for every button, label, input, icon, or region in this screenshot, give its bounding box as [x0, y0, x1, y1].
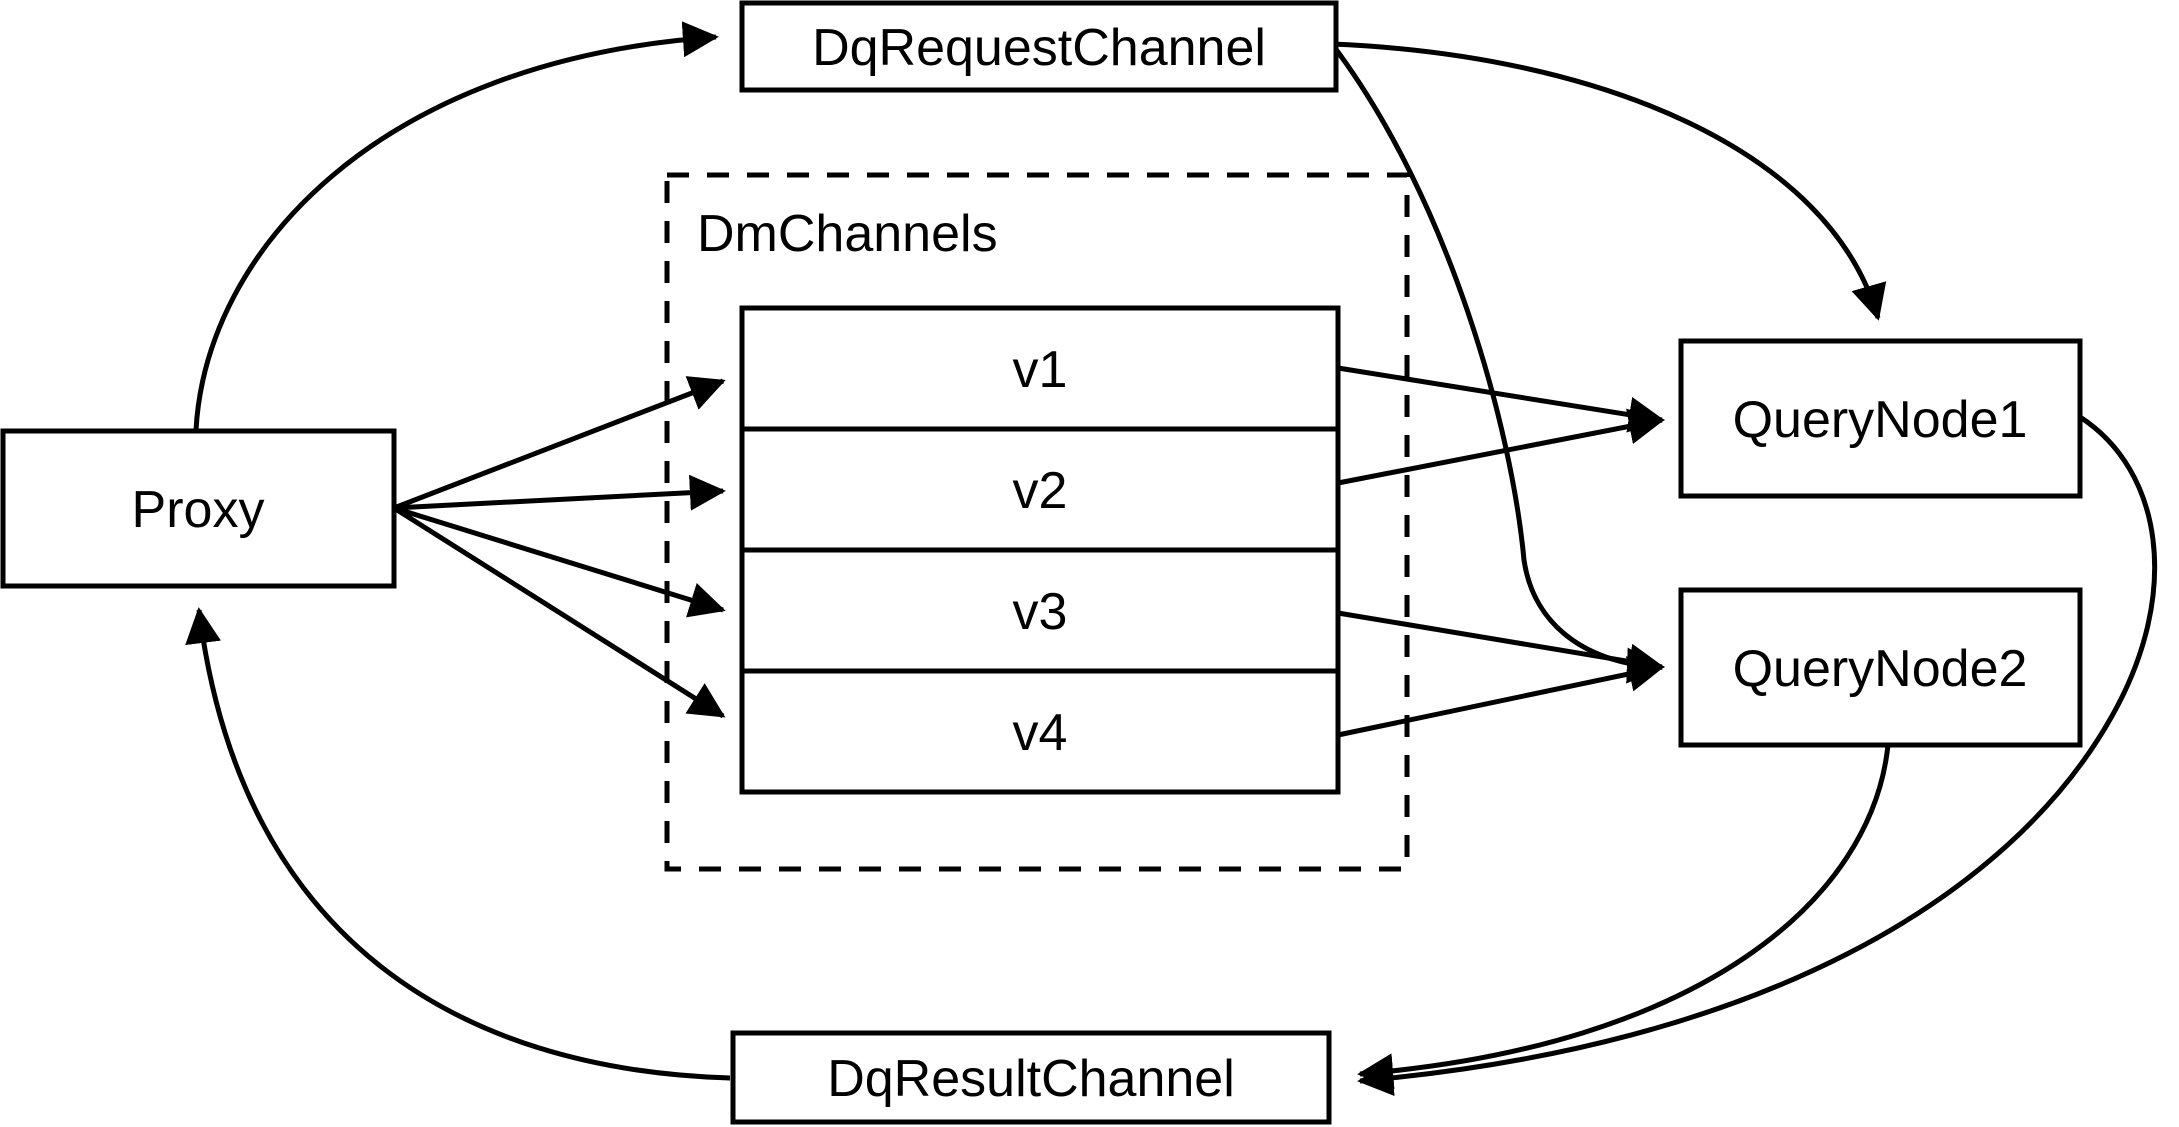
edge-dqrequestchannel-to-querynode1 [1331, 41, 1887, 321]
edge-dqrequestchannel-to-querynode2 [1330, 42, 1663, 684]
node-querynode2-box[interactable] [1678, 587, 2083, 748]
dmchannels-group: DmChannels [664, 172, 1410, 872]
edge-v1-to-querynode1 [1337, 365, 1665, 433]
dmchannel-slot-v1[interactable]: v1 [1013, 341, 1068, 399]
node-dqresultchannel-box[interactable] [730, 1030, 1332, 1125]
edge-proxy-to-v4 [392, 505, 726, 719]
edge-proxy-to-v3 [393, 505, 726, 618]
edge-dqresultchannel-to-proxy [185, 607, 731, 1081]
node-dqresultchannel-label: DqResultChannel [827, 1050, 1235, 1108]
edge-layer [185, 21, 2158, 1097]
node-dqresultchannel[interactable]: DqResultChannel [730, 1030, 1332, 1125]
node-querynode1-label: QueryNode1 [1733, 391, 2028, 449]
edge-querynode2-to-dqresultchannel [1357, 744, 1891, 1090]
node-proxy-box[interactable] [0, 428, 397, 589]
node-querynode2[interactable]: QueryNode2 [1678, 587, 2083, 748]
dmchannel-slot-v2[interactable]: v2 [1013, 462, 1068, 520]
edge-v4-to-querynode2 [1337, 656, 1665, 738]
dmchannel-slot-v4[interactable]: v4 [1013, 704, 1068, 762]
node-querynode2-label: QueryNode2 [1733, 640, 2028, 698]
edge-proxy-to-dqrequestchannel [193, 21, 719, 431]
node-dqrequestchannel-label: DqRequestChannel [812, 19, 1266, 77]
node-proxy[interactable]: Proxy [0, 428, 397, 589]
dmchannel-slot-v3[interactable]: v3 [1013, 583, 1068, 641]
edge-querynode1-to-dqresultchannel [1357, 414, 2158, 1097]
dmchannel-slot-stack: v1 v2 v3 v4 [739, 305, 1341, 795]
node-dqrequestchannel-box[interactable] [739, 0, 1339, 93]
edge-v3-to-querynode2 [1337, 610, 1665, 680]
edge-proxy-to-v1 [393, 376, 726, 511]
dmchannels-group-label: DmChannels [697, 205, 998, 263]
node-proxy-label: Proxy [132, 481, 265, 539]
edge-proxy-to-v2 [393, 474, 726, 511]
dmchannels-group-border [664, 172, 1410, 872]
node-querynode1[interactable]: QueryNode1 [1678, 338, 2083, 499]
edge-v2-to-querynode1 [1337, 408, 1665, 486]
node-querynode1-box[interactable] [1678, 338, 2083, 499]
node-dqrequestchannel[interactable]: DqRequestChannel [739, 0, 1339, 93]
